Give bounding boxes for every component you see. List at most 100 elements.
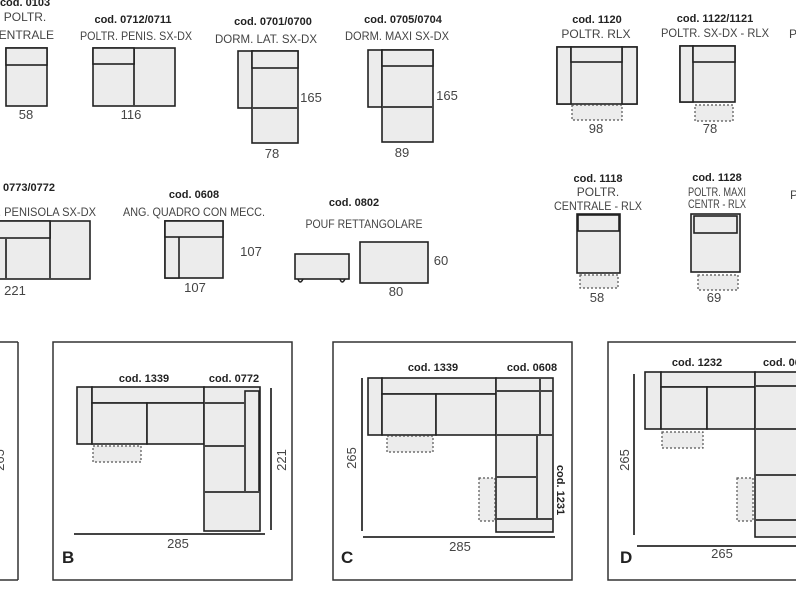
width-dimension: 78 [265,146,279,161]
backrest-shape [381,49,434,67]
module-name: ANG. QUADRO CON MECC. [123,205,265,219]
recliner-footrest [697,274,739,291]
width-dimension: 69 [707,290,721,305]
recliner-footrest [661,431,704,449]
module-code: cod. 0103 [0,0,50,9]
pouf-legs [297,278,346,283]
module-code: cod. 1122/1121 [677,13,753,25]
backrest-shape [0,220,51,239]
depth-dimension: 265 [344,447,359,469]
module-1118: cod. 1118 POLTR. CENTRALE - RLX 58 [554,173,642,305]
module-code: cod. 0608 [169,189,219,201]
module-0705-0704: cod. 0705/0704 DORM. MAXI SX-DX 165 89 [345,14,458,160]
module-0712-0711: cod. 0712/0711 POLTR. PENIS. SX-DX 116 [80,14,192,122]
module-0103: cod. 0103 POLTR. CENTRALE 58 [0,0,54,122]
backrest-shape [660,371,756,388]
backrest-shape [5,47,48,66]
backrest-shape [91,386,205,404]
armrest-shape [237,50,254,109]
module-name: POUF RETTANGOLARE [306,217,423,231]
backrest-shape [381,377,497,395]
depth-dimension: 265 [0,449,7,471]
composition-letter: D [620,548,632,567]
module-0773-0772: 0773/0772 . PENISOLA SX-DX 221 [0,182,96,298]
backrest-shape [693,215,738,234]
depth-dimension: 221 [274,449,289,471]
depth-dimension: 165 [436,88,458,103]
seat-shape [91,402,148,445]
recliner-footrest [694,104,734,122]
armrest-shape [244,390,260,493]
module-name: POLTR. MAXI [688,185,746,199]
module-name: CENTRALE - RLX [554,199,642,213]
module-code: cod. 0705/0704 [364,14,443,26]
recliner-footrest [571,104,623,121]
composition-letter: B [62,548,74,567]
module-name: CENTR - RLX [688,197,746,211]
width-dimension: 78 [703,121,717,136]
armrest-shape [76,386,93,445]
seat-shape [660,386,708,430]
module-name: DORM. MAXI SX-DX [345,29,449,43]
width-dimension: 221 [4,283,26,298]
module-code: cod. 0772 [209,373,259,385]
depth-dimension: 265 [617,449,632,471]
module-name: POLTR. SX-DX - RLX [661,26,769,40]
width-dimension: 107 [184,280,206,295]
width-dimension: 80 [389,284,403,299]
backrest-shape [570,46,623,63]
depth-dimension: 60 [434,253,448,268]
module-0701-0700: cod. 0701/0700 DORM. LAT. SX-DX 165 78 [215,16,322,161]
module-name: . PENISOLA SX-DX [0,205,96,219]
armrest-shape [556,46,572,105]
recliner-footrest [579,274,619,289]
module-code: cod. 0802 [329,197,379,209]
backrest-shape [164,220,224,238]
module-1120: cod. 1120 POLTR. RLX 98 [556,14,638,136]
seat-shape [706,386,756,430]
module-code: cod. 1339 [119,373,169,385]
armrest-shape [621,46,638,105]
width-dimension: 285 [449,539,471,554]
composition-letter: C [341,548,353,567]
module-0608: cod. 0608 ANG. QUADRO CON MECC. 107 107 [123,189,265,295]
module-code: 0773/0772 [3,182,55,194]
module-code: cod. 1128 [692,172,742,184]
width-dimension: 58 [590,290,604,305]
composition-d: cod. 1232 cod. 06 265 265 D [607,341,796,581]
module-name: POLTR. PENIS. SX-DX [80,29,192,43]
module-code: cod. 0701/0700 [234,16,312,28]
composition-b: cod. 1339 cod. 0772 285 221 B [52,341,293,581]
module-name: CENTRALE [0,28,54,42]
depth-dimension: 165 [300,90,322,105]
module-code: cod. 1120 [572,14,622,26]
backrest-shape [92,47,135,65]
width-dimension: 116 [121,107,142,122]
armrest-shape [367,49,383,108]
module-code: cod. 1118 [574,173,623,185]
corner-column-shape [495,377,554,533]
width-dimension: 89 [395,145,409,160]
recliner-footrest [478,477,496,522]
pouf-front-view [294,253,350,280]
backrest-shape [577,214,620,232]
composition-frame [607,341,796,581]
partial-label: P [789,27,796,41]
module-1128: cod. 1128 POLTR. MAXI CENTR - RLX 69 [688,172,746,305]
module-name: POLTR. [4,10,46,24]
width-dimension: 285 [167,536,189,551]
module-code: cod. 0608 [507,362,557,374]
armrest-shape [679,45,694,103]
composition-c: cod. 1339 cod. 0608 285 265 cod. 1231 C [332,341,573,581]
module-0802: cod. 0802 POUF RETTANGOLARE 60 80 [294,197,448,299]
recliner-footrest [736,477,754,522]
module-1122-1121: cod. 1122/1121 POLTR. SX-DX - RLX 78 [661,13,769,136]
module-code: cod. 06 [763,357,796,369]
armrest-shape [367,377,383,436]
pouf-top-view [359,241,429,284]
backrest-shape [692,45,736,63]
width-dimension: 265 [711,546,733,561]
recliner-footrest [92,445,142,463]
module-name: DORM. LAT. SX-DX [215,32,317,46]
module-code: cod. 1231 [554,465,566,515]
